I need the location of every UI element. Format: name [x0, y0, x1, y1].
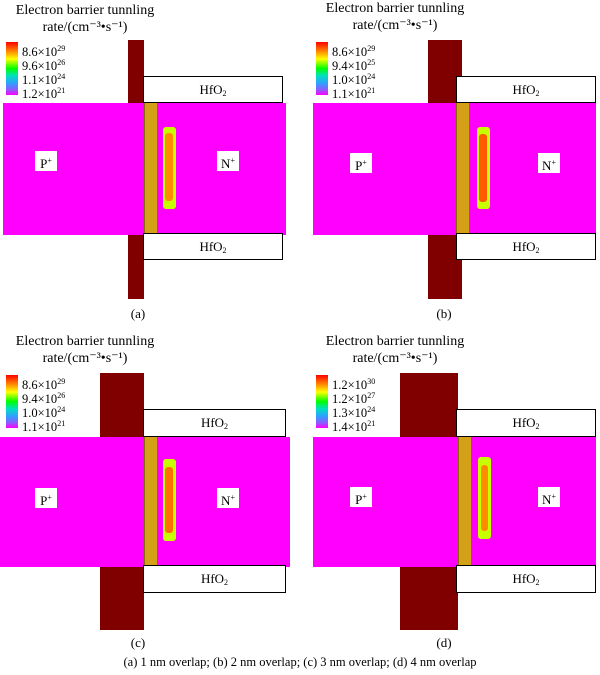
panel-c: Electron barrier tunnling rate/(cm⁻³•s⁻¹…	[0, 333, 300, 663]
panel-caption: (c)	[130, 635, 146, 650]
title-line2: rate/(cm⁻³•s⁻¹)	[352, 351, 438, 366]
interface-layer	[144, 437, 157, 567]
legend-value-4: 1.4×1021	[332, 419, 376, 434]
panel-caption: (d)	[436, 635, 452, 650]
hfo2-top: HfO2	[143, 409, 286, 437]
colorbar	[316, 42, 328, 95]
legend-value-1: 8.6×1029	[332, 44, 376, 59]
figure-caption: (a) 1 nm overlap; (b) 2 nm overlap; (c) …	[123, 655, 477, 669]
interface-layer	[456, 103, 469, 235]
tunneling-core	[165, 133, 173, 201]
tunneling-core	[481, 465, 488, 531]
title-line2: rate/(cm⁻³•s⁻¹)	[42, 351, 128, 366]
legend-value-1: 1.2×1030	[332, 377, 376, 392]
title-line2: rate/(cm⁻³•s⁻¹)	[352, 18, 438, 33]
title-line1: Electron barrier tunnling	[325, 334, 465, 349]
title-line1: Electron barrier tunnling	[15, 334, 155, 349]
hfo2-bottom: HfO2	[456, 233, 596, 260]
hfo2-top: HfO2	[456, 409, 596, 437]
hfo2-top: HfO2	[143, 76, 283, 103]
n-label: N+	[217, 151, 239, 171]
legend-value-1: 8.6×1029	[22, 377, 66, 392]
legend-value-2: 9.6×1026	[22, 58, 66, 73]
colorbar	[316, 375, 328, 428]
p-label: P+	[350, 153, 372, 173]
legend-value-4: 1.1×1021	[22, 419, 66, 434]
title-line2: rate/(cm⁻³•s⁻¹)	[42, 20, 128, 35]
n-label: N+	[538, 153, 560, 173]
legend-value-3: 1.0×1024	[22, 405, 66, 420]
legend-value-4: 1.2×1021	[22, 86, 66, 101]
legend-value-2: 9.4×1026	[22, 391, 66, 406]
title-line1: Electron barrier tunnling	[15, 3, 155, 18]
legend-value-2: 1.2×1027	[332, 391, 376, 406]
hfo2-bottom: HfO2	[143, 565, 286, 593]
p-label: P+	[350, 487, 372, 507]
colorbar	[6, 375, 18, 428]
hfo2-top: HfO2	[456, 76, 596, 103]
p-label: P+	[35, 151, 57, 171]
n-label: N+	[217, 488, 239, 508]
tunneling-core	[165, 467, 173, 533]
legend-value-3: 1.3×1024	[332, 405, 376, 420]
n-label: N+	[538, 487, 560, 507]
panel-caption: (b)	[436, 306, 452, 321]
tunneling-core	[479, 134, 487, 202]
hfo2-bottom: HfO2	[143, 233, 283, 260]
panel-d: Electron barrier tunnling rate/(cm⁻³•s⁻¹…	[310, 333, 600, 663]
legend-value-3: 1.1×1024	[22, 72, 66, 87]
interface-layer	[144, 103, 157, 235]
colorbar	[6, 42, 18, 95]
legend-value-4: 1.1×1021	[332, 86, 376, 101]
legend-value-3: 1.0×1024	[332, 72, 376, 87]
title-line1: Electron barrier tunnling	[325, 1, 465, 16]
legend-value-1: 8.6×1029	[22, 44, 66, 59]
hfo2-bottom: HfO2	[456, 565, 596, 593]
interface-layer	[458, 437, 471, 567]
legend-value-2: 9.4×1025	[332, 58, 376, 73]
panel-a: Electron barrier tunnling rate/(cm⁻³•s⁻¹…	[0, 0, 300, 330]
panel-b: Electron barrier tunnling rate/(cm⁻³•s⁻¹…	[310, 0, 600, 330]
p-label: P+	[35, 488, 57, 508]
panel-caption: (a)	[130, 306, 146, 321]
